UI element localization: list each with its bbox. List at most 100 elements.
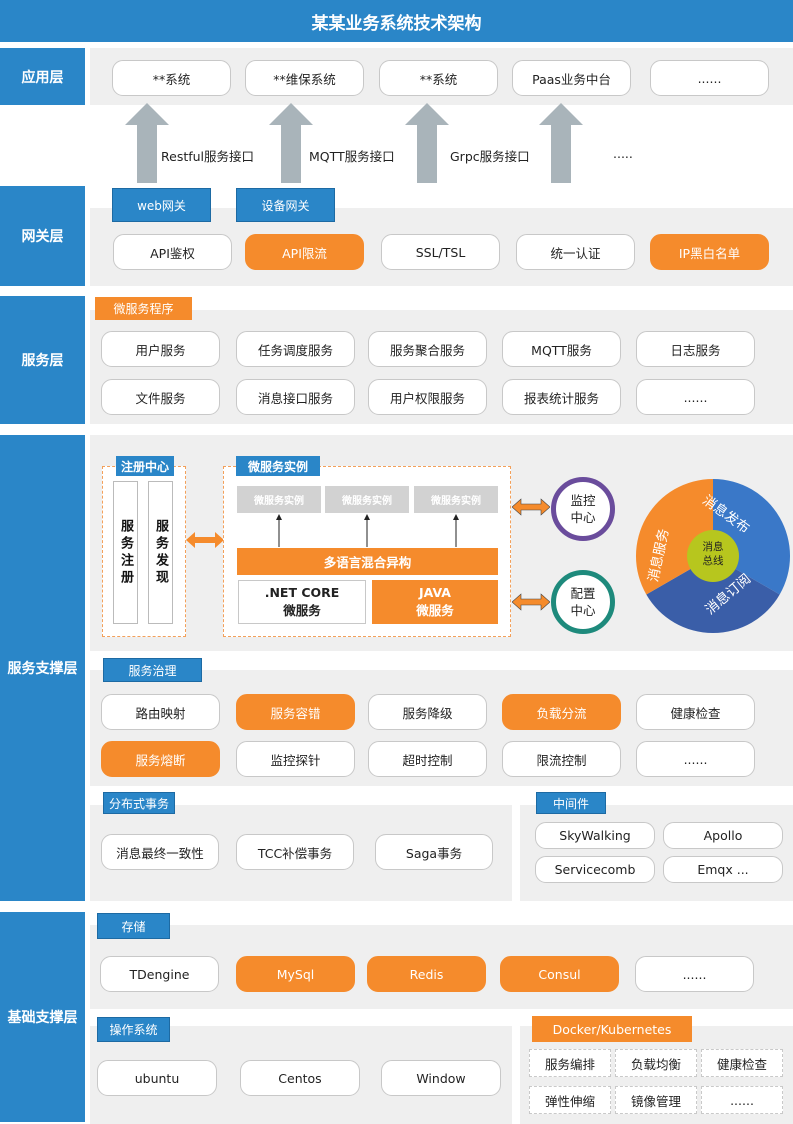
up-arrow-icon	[405, 103, 449, 183]
tab-device-gateway[interactable]: 设备网关	[236, 188, 335, 222]
java-sub-label: 微服务	[416, 603, 454, 618]
governance-item[interactable]: 路由映射	[101, 694, 220, 730]
transaction-item-1[interactable]: 消息最终一致性	[101, 834, 219, 870]
service-discover-box[interactable]: 服务发现	[148, 481, 173, 624]
netcore-sub-label: 微服务	[283, 603, 321, 618]
monitor-center-label: 监控中心	[570, 493, 596, 525]
service-item[interactable]: ......	[636, 379, 755, 415]
app-item-2[interactable]: **维保系统	[245, 60, 364, 96]
storage-item-4[interactable]: Consul	[500, 956, 619, 992]
microservice-program-tag: 微服务程序	[95, 297, 192, 320]
message-bus-pie	[635, 479, 791, 634]
netcore-label: .NET CORE	[264, 585, 340, 600]
middleware-tag: 中间件	[536, 792, 606, 814]
transaction-item-3[interactable]: Saga事务	[375, 834, 493, 870]
app-item-paas[interactable]: Paas业务中台	[512, 60, 631, 96]
governance-item[interactable]: 超时控制	[368, 741, 487, 777]
up-arrow-icon	[125, 103, 169, 183]
service-discover-label: 服务发现	[153, 518, 168, 587]
page-title: 某某业务系统技术架构	[0, 0, 793, 42]
storage-tag: 存储	[97, 913, 170, 939]
registry-center-tag: 注册中心	[116, 456, 174, 476]
storage-item-1[interactable]: TDengine	[100, 956, 219, 992]
docker-item-load-balance[interactable]: 负载均衡	[615, 1049, 697, 1077]
docker-item-elastic-scaling[interactable]: 弹性伸缩	[529, 1086, 611, 1114]
app-item-more[interactable]: ......	[650, 60, 769, 96]
layer-label-service: 服务层	[0, 296, 85, 424]
service-register-label: 服务注册	[118, 518, 133, 587]
service-item[interactable]: 文件服务	[101, 379, 220, 415]
storage-item-2[interactable]: MySql	[236, 956, 355, 992]
up-arrows	[125, 103, 583, 183]
docker-item-image-management[interactable]: 镜像管理	[615, 1086, 697, 1114]
service-item[interactable]: MQTT服务	[502, 331, 621, 367]
double-arrow-icon	[512, 593, 550, 611]
microservice-instance-2[interactable]: 微服务实例	[325, 486, 409, 513]
governance-item[interactable]: ......	[636, 741, 755, 777]
monitor-center-node[interactable]: 监控中心	[551, 477, 615, 541]
governance-item[interactable]: 服务降级	[368, 694, 487, 730]
service-item[interactable]: 用户服务	[101, 331, 220, 367]
service-item[interactable]: 消息接口服务	[236, 379, 355, 415]
docker-item-health-check[interactable]: 健康检查	[701, 1049, 783, 1077]
gateway-item-1[interactable]: API鉴权	[113, 234, 232, 270]
pie-slice-subscribe	[646, 556, 780, 634]
multi-language-hetero-bar: 多语言混合异构	[237, 548, 498, 575]
config-center-label: 配置中心	[570, 586, 596, 618]
java-microservice-box[interactable]: JAVA 微服务	[372, 580, 498, 624]
governance-tag: 服务治理	[103, 658, 202, 682]
gateway-item-2[interactable]: API限流	[245, 234, 364, 270]
gateway-item-5[interactable]: IP黑白名单	[650, 234, 769, 270]
middleware-item-apollo[interactable]: Apollo	[663, 822, 783, 849]
docker-item-orchestration[interactable]: 服务编排	[529, 1049, 611, 1077]
message-bus-center-label: 消息总线	[688, 540, 738, 568]
service-item[interactable]: 报表统计服务	[502, 379, 621, 415]
gateway-item-3[interactable]: SSL/TSL	[381, 234, 500, 270]
governance-item[interactable]: 监控探针	[236, 741, 355, 777]
config-center-node[interactable]: 配置中心	[551, 570, 615, 634]
service-item[interactable]: 日志服务	[636, 331, 755, 367]
middleware-item-emqx[interactable]: Emqx ...	[663, 856, 783, 883]
governance-item[interactable]: 限流控制	[502, 741, 621, 777]
microservice-instances-tag: 微服务实例	[236, 456, 320, 476]
layer-label-base: 基础支撑层	[0, 912, 85, 1122]
transaction-item-2[interactable]: TCC补偿事务	[236, 834, 354, 870]
layer-label-app: 应用层	[0, 48, 85, 105]
governance-item[interactable]: 健康检查	[636, 694, 755, 730]
service-item[interactable]: 任务调度服务	[236, 331, 355, 367]
storage-item-3[interactable]: Redis	[367, 956, 486, 992]
instance-connectors	[276, 514, 459, 547]
bus-center-text: 消息总线	[702, 541, 724, 567]
service-item[interactable]: 服务聚合服务	[368, 331, 487, 367]
service-item[interactable]: 用户权限服务	[368, 379, 487, 415]
netcore-microservice-box[interactable]: .NET CORE 微服务	[238, 580, 366, 624]
up-arrow-icon	[539, 103, 583, 183]
up-arrow-icon	[269, 103, 313, 183]
os-item-window[interactable]: Window	[381, 1060, 501, 1096]
governance-item[interactable]: 负载分流	[502, 694, 621, 730]
arrow-label-restful: Restful服务接口	[161, 149, 255, 164]
layer-label-support: 服务支撑层	[0, 435, 85, 901]
app-item-1[interactable]: **系统	[112, 60, 231, 96]
double-arrow-icon	[512, 498, 550, 516]
middleware-item-skywalking[interactable]: SkyWalking	[535, 822, 655, 849]
governance-item[interactable]: 服务熔断	[101, 741, 220, 777]
middleware-panel	[520, 805, 793, 901]
docker-item-more[interactable]: ......	[701, 1086, 783, 1114]
app-item-3[interactable]: **系统	[379, 60, 498, 96]
gateway-item-4[interactable]: 统一认证	[516, 234, 635, 270]
service-register-box[interactable]: 服务注册	[113, 481, 138, 624]
tab-web-gateway[interactable]: web网关	[112, 188, 211, 222]
arrow-label-grpc: Grpc服务接口	[450, 149, 530, 164]
pie-center	[687, 530, 739, 582]
storage-item-5[interactable]: ......	[635, 956, 754, 992]
os-item-ubuntu[interactable]: ubuntu	[97, 1060, 217, 1096]
microservice-instance-1[interactable]: 微服务实例	[237, 486, 321, 513]
os-item-centos[interactable]: Centos	[240, 1060, 360, 1096]
layer-label-gateway: 网关层	[0, 186, 85, 286]
distributed-transaction-tag: 分布式事务	[103, 792, 175, 814]
governance-item[interactable]: 服务容错	[236, 694, 355, 730]
docker-kubernetes-tag: Docker/Kubernetes	[532, 1016, 692, 1042]
middleware-item-servicecomb[interactable]: Servicecomb	[535, 856, 655, 883]
microservice-instance-3[interactable]: 微服务实例	[414, 486, 498, 513]
